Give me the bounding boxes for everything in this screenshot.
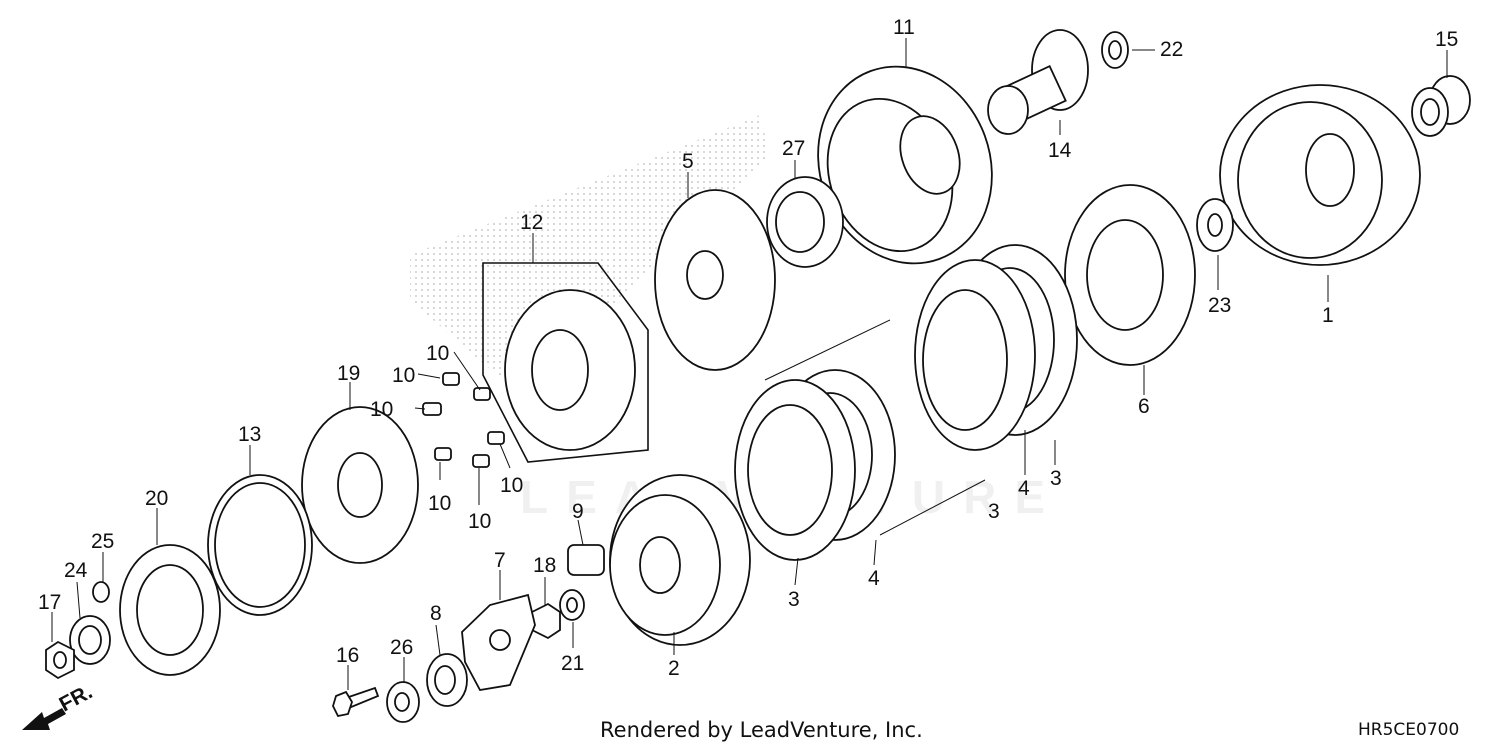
callout-18: 18 bbox=[533, 554, 556, 577]
leader-lines bbox=[51, 38, 1448, 690]
part-18-nut[interactable] bbox=[531, 602, 561, 640]
callout-10d: 10 bbox=[428, 492, 451, 515]
part-25-washer[interactable] bbox=[92, 581, 110, 603]
clutch-plates-upper[interactable] bbox=[914, 244, 1078, 451]
callout-2: 2 bbox=[668, 657, 680, 680]
callout-4a: 4 bbox=[868, 567, 880, 590]
part-27-one-way-clutch[interactable] bbox=[766, 176, 844, 268]
part-17-nut[interactable] bbox=[45, 640, 75, 680]
callout-26: 26 bbox=[390, 636, 413, 659]
part-5-drive-plate[interactable] bbox=[654, 189, 776, 371]
part-13-ring[interactable] bbox=[207, 474, 313, 616]
callout-10f: 10 bbox=[500, 474, 523, 497]
callout-10c: 10 bbox=[370, 398, 393, 421]
callout-10b: 10 bbox=[392, 364, 415, 387]
callout-3a: 3 bbox=[788, 588, 800, 611]
callout-10a: 10 bbox=[426, 342, 449, 365]
callout-22: 22 bbox=[1160, 38, 1183, 61]
part-22-washer[interactable] bbox=[1101, 31, 1129, 69]
part-16-bolt[interactable] bbox=[332, 686, 380, 718]
part-23-washer[interactable] bbox=[1196, 198, 1234, 252]
callout-24: 24 bbox=[64, 559, 88, 582]
callout-6: 6 bbox=[1138, 395, 1150, 418]
part-10-springs[interactable] bbox=[422, 372, 505, 468]
diagram-code: HR5CE0700 bbox=[1358, 720, 1460, 740]
callout-10e: 10 bbox=[468, 510, 491, 533]
clutch-plates-lower[interactable] bbox=[734, 369, 896, 561]
callout-13: 13 bbox=[238, 423, 261, 446]
callout-3c: 3 bbox=[1050, 467, 1062, 490]
callout-8: 8 bbox=[430, 602, 442, 625]
callout-9: 9 bbox=[572, 500, 584, 523]
part-8-bearing[interactable] bbox=[426, 653, 468, 707]
stack-line-top bbox=[764, 319, 891, 381]
callout-16: 16 bbox=[336, 644, 359, 667]
part-1-clutch-housing[interactable] bbox=[1219, 84, 1421, 266]
part-7-plate[interactable] bbox=[461, 593, 536, 691]
part-21-washer[interactable] bbox=[559, 589, 585, 621]
callout-11: 11 bbox=[893, 16, 915, 39]
callout-20: 20 bbox=[145, 487, 168, 510]
callout-4b: 4 bbox=[1018, 477, 1030, 500]
callout-14: 14 bbox=[1048, 139, 1072, 162]
part-14-gear-shaft[interactable] bbox=[987, 29, 1089, 135]
callout-15: 15 bbox=[1435, 28, 1458, 51]
callout-7: 7 bbox=[494, 549, 506, 572]
callout-19: 19 bbox=[337, 362, 360, 385]
render-credit: Rendered by LeadVenture, Inc. bbox=[600, 718, 923, 742]
part-24-seal[interactable] bbox=[69, 615, 111, 665]
callout-5: 5 bbox=[682, 150, 694, 173]
part-12-clutch-weight-assembly[interactable] bbox=[482, 262, 649, 463]
callout-12: 12 bbox=[520, 211, 543, 234]
callout-3b: 3 bbox=[988, 500, 1000, 523]
part-19-plate[interactable] bbox=[301, 406, 419, 564]
part-26-bearing[interactable] bbox=[386, 681, 420, 723]
callout-23: 23 bbox=[1208, 294, 1231, 317]
part-20-plate[interactable] bbox=[119, 544, 221, 676]
callout-25: 25 bbox=[91, 530, 114, 553]
callout-21: 21 bbox=[561, 652, 584, 675]
callout-1: 1 bbox=[1322, 304, 1334, 327]
part-11-clutch-drum[interactable] bbox=[791, 42, 1019, 288]
callout-27: 27 bbox=[782, 137, 805, 160]
callout-labels: 1 2 3 3 3 3 4 4 5 6 7 8 9 10 10 10 10 10… bbox=[38, 16, 1458, 680]
stack-line-bottom bbox=[879, 479, 986, 536]
callout-17: 17 bbox=[38, 591, 61, 614]
dotted-shading bbox=[410, 115, 770, 395]
part-15-bushing[interactable] bbox=[1411, 75, 1471, 137]
part-6-pressure-plate[interactable] bbox=[1064, 184, 1196, 366]
front-direction-arrow: FR. bbox=[22, 680, 96, 730]
part-9-spring[interactable] bbox=[567, 544, 605, 576]
part-2-clutch-center[interactable] bbox=[609, 474, 751, 646]
